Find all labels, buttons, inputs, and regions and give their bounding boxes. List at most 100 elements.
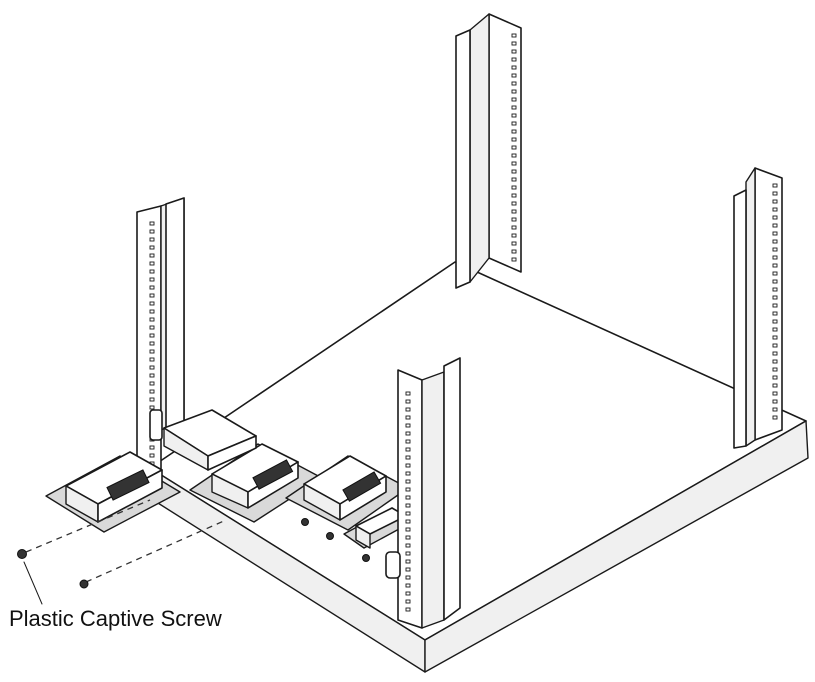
rack-hole xyxy=(772,351,778,356)
rack-hole xyxy=(149,253,155,258)
rack-hole xyxy=(511,193,517,198)
rack-hole xyxy=(405,479,411,484)
rack-hole xyxy=(405,551,411,556)
rack-base xyxy=(149,261,809,673)
module-rear xyxy=(163,409,257,471)
rack-hole xyxy=(772,223,778,228)
rack-hole xyxy=(772,319,778,324)
rack-hole xyxy=(405,399,411,404)
plastic-captive-screws xyxy=(17,499,227,589)
front-center-post xyxy=(397,357,461,629)
rack-hole xyxy=(511,153,517,158)
rack-hole xyxy=(405,519,411,524)
rack-hole xyxy=(149,229,155,234)
rack-hole xyxy=(405,599,411,604)
rack-hole xyxy=(772,359,778,364)
rack-hole xyxy=(772,335,778,340)
rack-hole xyxy=(772,343,778,348)
rack-hole xyxy=(772,311,778,316)
rack-hole xyxy=(405,439,411,444)
rack-hole xyxy=(149,349,155,354)
module-1 xyxy=(45,451,181,533)
rack-hole xyxy=(772,239,778,244)
rack-hole xyxy=(149,301,155,306)
rack-hole xyxy=(149,341,155,346)
rack-hole xyxy=(149,293,155,298)
rack-hole xyxy=(149,269,155,274)
rack-hole xyxy=(149,389,155,394)
rack-hole xyxy=(405,391,411,396)
rack-hole xyxy=(149,365,155,370)
rack-hole xyxy=(149,277,155,282)
rear-right-post xyxy=(733,167,783,449)
rack-hole xyxy=(149,237,155,242)
rack-hole xyxy=(405,567,411,572)
rack-hole xyxy=(772,199,778,204)
rack-hole xyxy=(772,367,778,372)
rack-hole xyxy=(405,447,411,452)
rack-hole xyxy=(405,511,411,516)
rack-hole xyxy=(405,503,411,508)
rack-hole xyxy=(511,105,517,110)
rear-left-post xyxy=(455,13,522,289)
rack-hole xyxy=(405,591,411,596)
rack-hole xyxy=(772,207,778,212)
rack-hole xyxy=(511,249,517,254)
rack-hole xyxy=(405,415,411,420)
rack-hole xyxy=(149,325,155,330)
rack-hole xyxy=(511,137,517,142)
rack-hole xyxy=(772,399,778,404)
rack-hole xyxy=(405,575,411,580)
rack-hole xyxy=(511,129,517,134)
rack-hole xyxy=(405,471,411,476)
rack-hole xyxy=(772,271,778,276)
rack-hole xyxy=(511,161,517,166)
module-3 xyxy=(285,455,409,531)
rack-hole xyxy=(772,415,778,420)
rack-hole xyxy=(149,317,155,322)
rack-hole xyxy=(149,309,155,314)
rack-hole xyxy=(511,241,517,246)
rack-hole xyxy=(149,245,155,250)
rack-hole xyxy=(772,375,778,380)
rack-hole xyxy=(405,543,411,548)
rack-hole xyxy=(511,217,517,222)
rack-hole xyxy=(511,201,517,206)
rack-hole xyxy=(405,431,411,436)
rack-hole xyxy=(772,183,778,188)
rack-hole xyxy=(149,405,155,410)
rack-hole xyxy=(772,383,778,388)
rack-hole xyxy=(149,261,155,266)
rack-hole xyxy=(511,233,517,238)
rack-hole xyxy=(149,445,155,450)
rack-hole xyxy=(405,583,411,588)
rack-hole xyxy=(511,89,517,94)
bracket-screws xyxy=(301,518,370,562)
rack-hole xyxy=(511,81,517,86)
rack-hole xyxy=(149,285,155,290)
rack-hole xyxy=(511,145,517,150)
rack-hole xyxy=(772,231,778,236)
rack-hole xyxy=(511,73,517,78)
rack-hole xyxy=(149,381,155,386)
rack-hole xyxy=(511,225,517,230)
mounting-brackets xyxy=(149,409,401,579)
rack-hole xyxy=(405,423,411,428)
rack-hole xyxy=(772,327,778,332)
rack-hole xyxy=(511,41,517,46)
rack-hole xyxy=(772,407,778,412)
rack-hole xyxy=(511,113,517,118)
rack-hole xyxy=(405,407,411,412)
rack-hole xyxy=(511,209,517,214)
rack-hole xyxy=(772,255,778,260)
rack-hole xyxy=(772,247,778,252)
screw-callout-label: Plastic Captive Screw xyxy=(9,606,222,631)
rack-hole xyxy=(511,33,517,38)
rack-hole xyxy=(149,221,155,226)
rack-hole xyxy=(405,463,411,468)
rack-hole xyxy=(511,169,517,174)
rack-hole xyxy=(772,215,778,220)
rack-hole xyxy=(405,559,411,564)
